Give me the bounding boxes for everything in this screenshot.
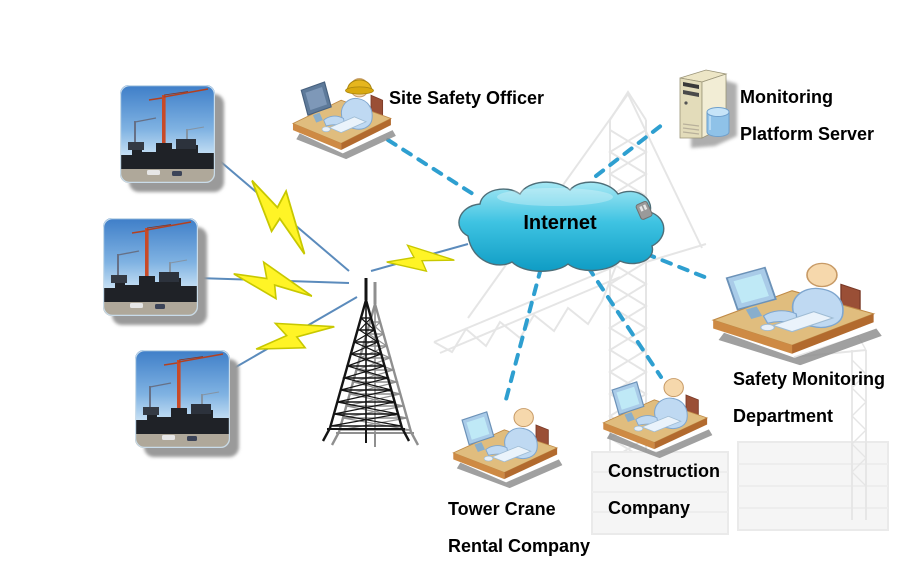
dashed-links [386, 119, 709, 409]
radio-tower-icon [321, 276, 420, 449]
monitoring-platform-server-label-line2: Platform Server [740, 124, 875, 144]
internet-cloud-icon [458, 181, 665, 272]
safety-monitoring-department-label-line1: Safety Monitoring [733, 369, 885, 389]
cloud-connector-icon [635, 200, 653, 220]
safety-monitoring-department-label-line2: Department [733, 406, 834, 426]
site-photo-3 [135, 350, 239, 457]
safety-monitoring-department-label: Safety Monitoring Department [733, 369, 885, 426]
internet-label: Internet [523, 212, 597, 234]
construction-company-label-line1: Construction [608, 461, 720, 481]
database-cylinder-icon [706, 107, 730, 137]
site-safety-officer-icon [292, 78, 396, 160]
site-photo-1 [120, 85, 224, 192]
construction-company-icon [602, 377, 713, 459]
monitoring-platform-server-label: Monitoring Platform Server [740, 87, 874, 144]
lightning-bolt-icon [248, 297, 338, 371]
tower-crane-rental-company-icon [452, 407, 563, 489]
hard-hat-icon [345, 79, 374, 95]
lightning-bolt-icons [232, 168, 456, 371]
server-tower-icon [679, 69, 737, 148]
wireless-links [196, 155, 469, 372]
tower-crane-rental-company-label-line1: Tower Crane [448, 499, 556, 519]
tower-crane-rental-company-label-line2: Rental Company [448, 536, 591, 556]
lightning-bolt-icon [383, 233, 456, 282]
tower-crane-rental-company-label: Tower Crane Rental Company [448, 499, 590, 556]
site-safety-officer-label: Site Safety Officer [389, 88, 545, 108]
construction-company-label-line2: Company [608, 498, 691, 518]
lightning-bolt-icon [234, 168, 329, 259]
site-photo-2 [103, 218, 207, 325]
monitoring-platform-server-label-line1: Monitoring [740, 87, 833, 107]
construction-company-label: Construction Company [608, 461, 720, 518]
watermark-crane-sketch [433, 90, 889, 535]
